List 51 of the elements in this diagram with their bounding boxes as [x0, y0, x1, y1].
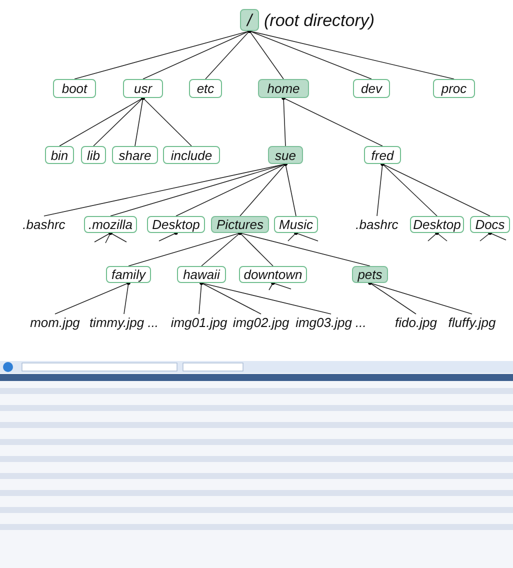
file-name: img01.jpg	[169, 314, 229, 331]
folder-box: Docs	[470, 216, 510, 233]
file-name: fluffy.jpg	[444, 314, 500, 331]
tree-connector	[271, 281, 292, 290]
tree-connector	[141, 96, 192, 146]
tree-connector	[368, 281, 472, 314]
folder-box: include	[163, 146, 220, 164]
tree-connector	[282, 96, 383, 146]
folder-box: proc	[433, 79, 475, 98]
tree-connector	[93, 96, 145, 146]
tree-connector	[435, 231, 448, 242]
folder-box: Desktop	[147, 216, 205, 233]
tree-connector	[284, 162, 296, 216]
file-name: .bashrc	[18, 216, 70, 233]
file-name: fido.jpg	[390, 314, 442, 331]
tree-connector	[380, 162, 490, 216]
highlighted-folder-box: /	[240, 9, 259, 31]
folder-box: family	[106, 266, 151, 283]
tree-connector	[124, 281, 130, 314]
tree-connector	[158, 231, 178, 242]
folder-box: etc	[189, 79, 222, 98]
folder-box: fred	[364, 146, 401, 164]
folder-box: share	[112, 146, 158, 164]
file-name: img03.jpg ...	[293, 314, 369, 331]
file-name: .bashrc	[351, 216, 403, 233]
tree-connector	[248, 29, 454, 80]
folder-box: Music	[274, 216, 318, 233]
tree-connector	[108, 231, 127, 242]
folder-box: boot	[53, 79, 96, 98]
tree-connector	[238, 231, 370, 266]
highlighted-folder-box: home	[258, 79, 309, 98]
node-caption: (root directory)	[264, 12, 375, 29]
folder-box: hawaii	[177, 266, 226, 283]
folder-box: lib	[81, 146, 106, 164]
folder-box: Desktop	[410, 216, 464, 233]
folder-box: usr	[123, 79, 163, 98]
folder-box: dev	[353, 79, 390, 98]
highlighted-folder-box: sue	[268, 146, 303, 164]
highlighted-folder-box: pets	[352, 266, 388, 283]
tree-connector	[288, 231, 298, 242]
tree-connector	[200, 281, 332, 314]
tree-connector	[488, 231, 506, 240]
tree-connector	[294, 231, 318, 242]
tree-connector	[238, 231, 274, 266]
folder-box: bin	[45, 146, 74, 164]
highlighted-folder-box: Pictures	[211, 216, 269, 233]
file-name: img02.jpg	[231, 314, 291, 331]
file-name: timmy.jpg ...	[88, 314, 160, 331]
file-name: mom.jpg	[26, 314, 84, 331]
folder-box: downtown	[239, 266, 307, 283]
folder-box: .mozilla	[84, 216, 137, 233]
